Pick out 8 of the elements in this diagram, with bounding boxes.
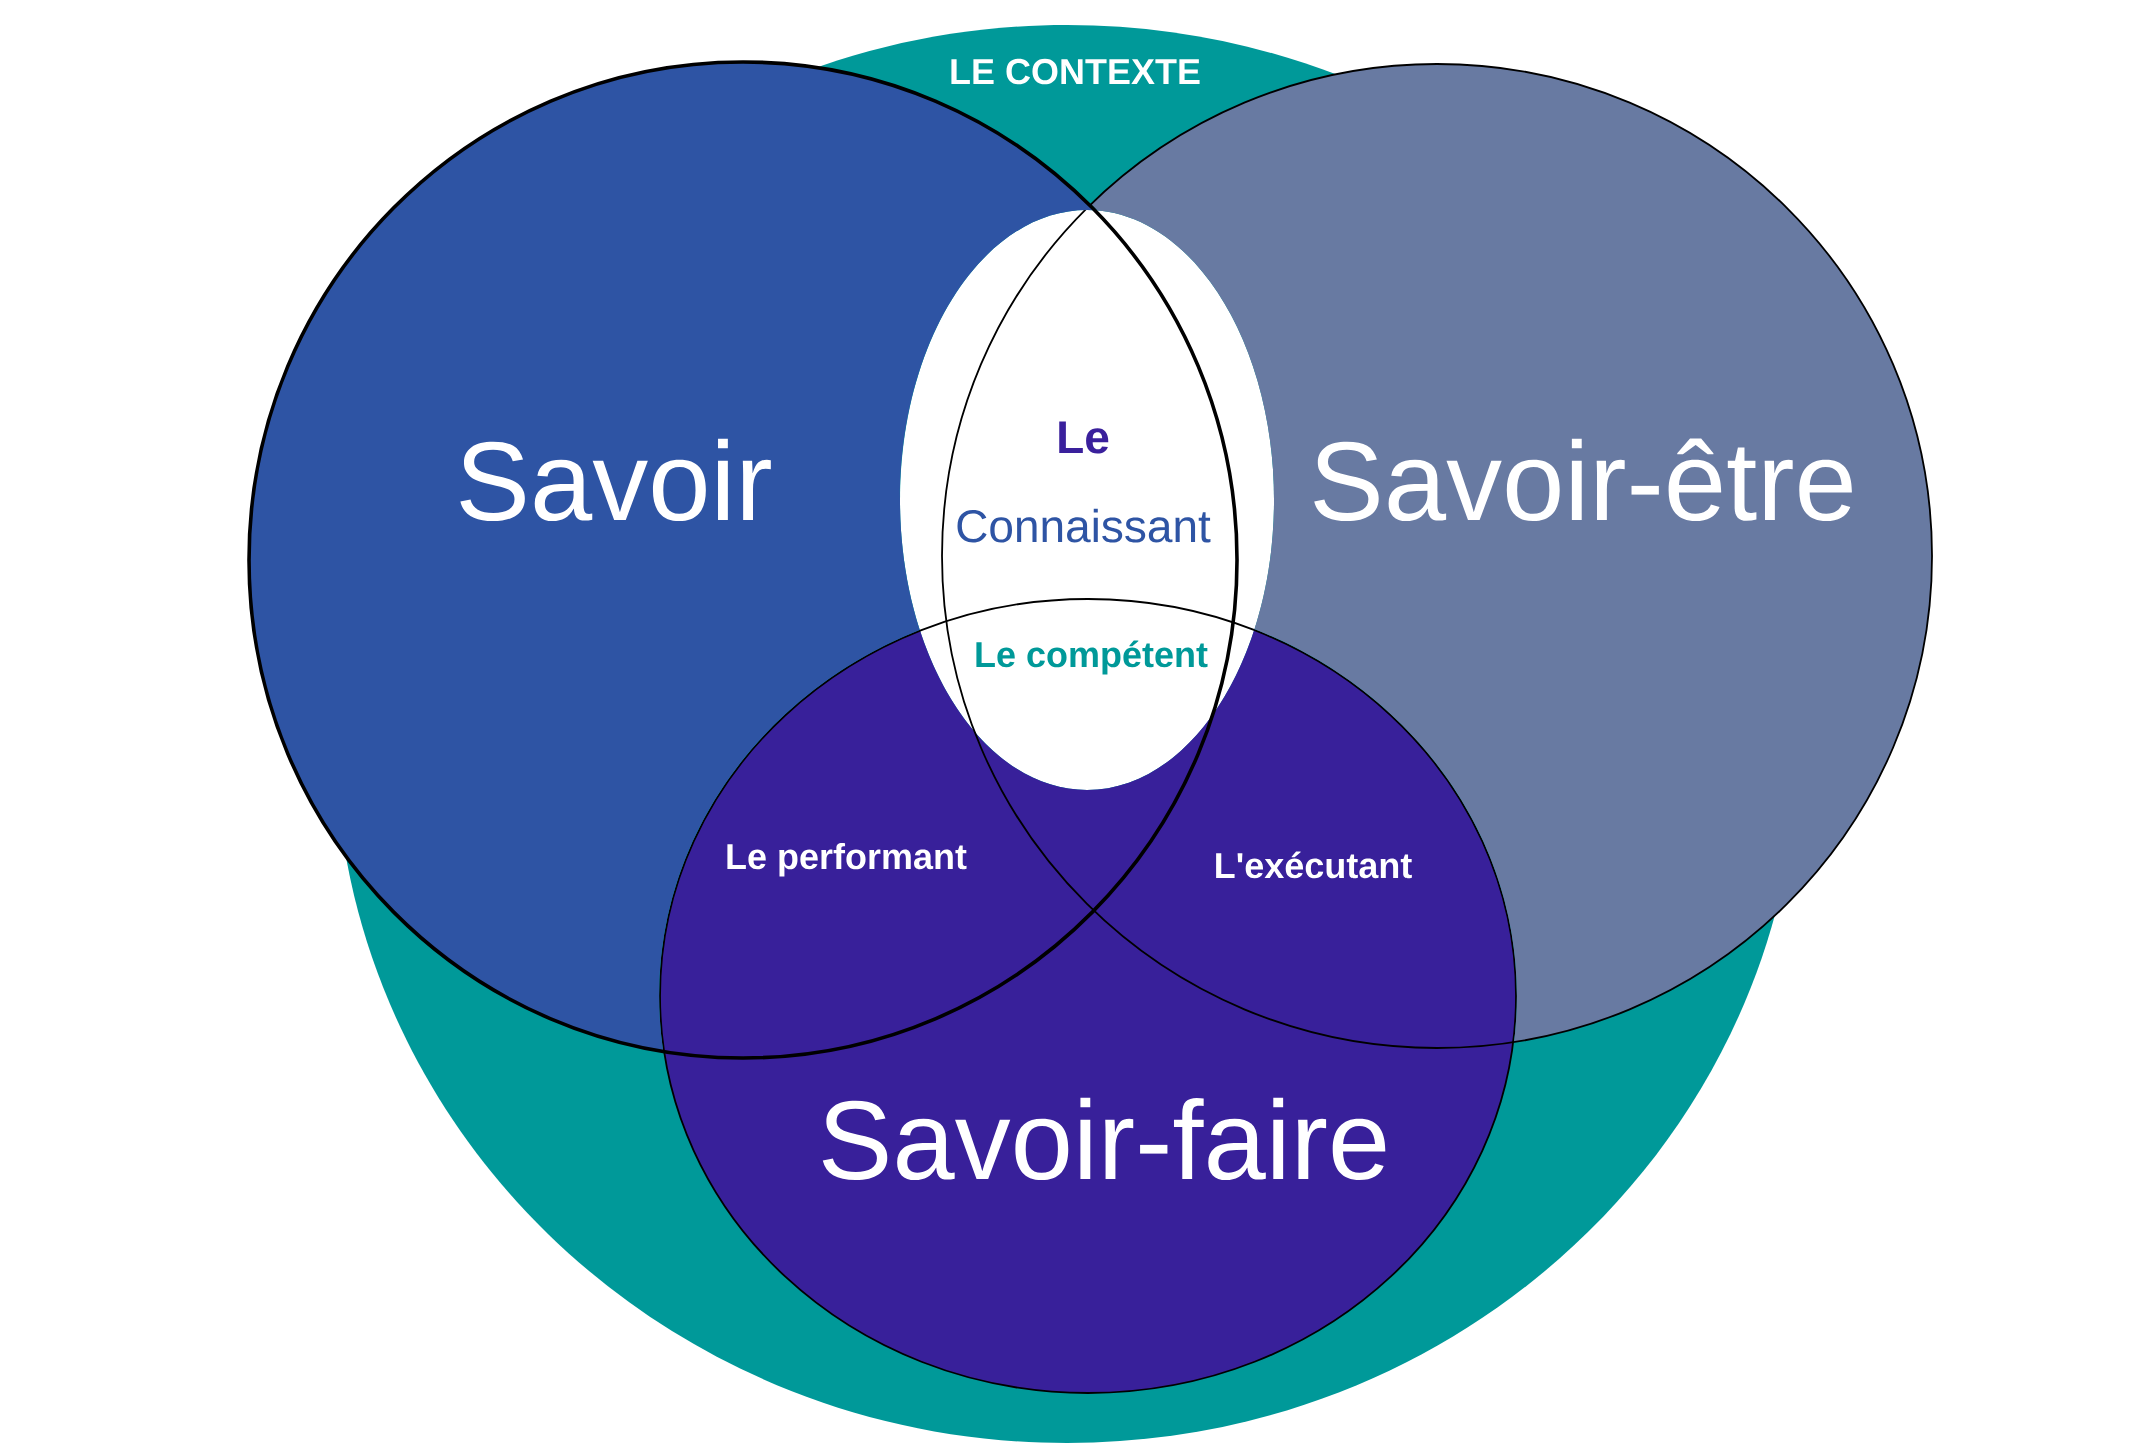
circle-title: Savoir-être — [1314, 438, 1852, 522]
region-label: L'exécutant — [1216, 851, 1412, 879]
region-label: Le compétent — [976, 640, 1208, 675]
context-title: LE CONTEXTE — [951, 58, 1200, 85]
circle-title: Savoir-faire — [822, 1097, 1386, 1181]
region-label: Le Connaissant — [957, 421, 1211, 543]
region-label: Le performant — [727, 842, 967, 877]
circle-title: Savoir — [460, 438, 771, 522]
